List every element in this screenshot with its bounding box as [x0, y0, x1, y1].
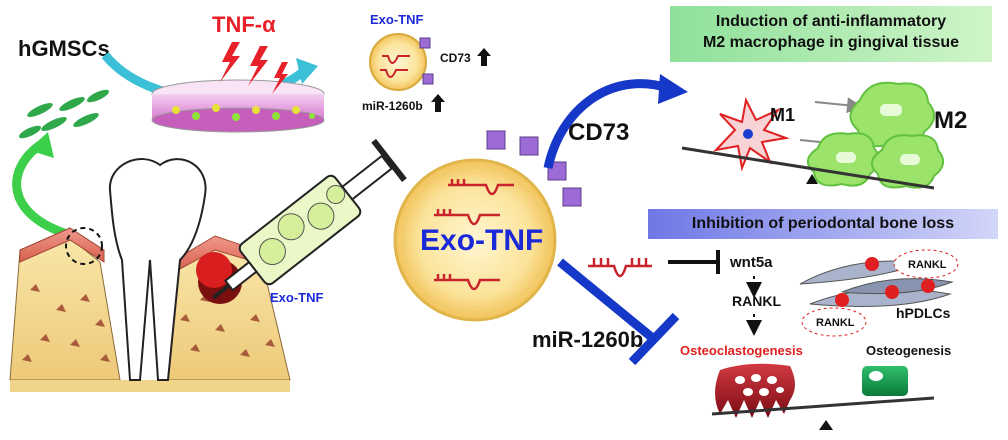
m1-label: M1 — [770, 105, 795, 125]
exo-tnf-vesicle — [393, 130, 582, 322]
mir-up-arrow-icon — [431, 94, 445, 112]
bone-balance-fulcrum — [819, 420, 833, 430]
exo-tnf-main-label: Exo-TNF — [420, 224, 543, 257]
osteoclast-illustration — [715, 363, 795, 418]
m2-macrophages — [807, 81, 945, 189]
hpdlc-cells — [799, 249, 959, 337]
osteoblast-illustration — [862, 366, 908, 396]
osteogenesis-label: Osteogenesis — [866, 343, 951, 358]
small-exo-tnf-label: Exo-TNF — [370, 12, 424, 27]
cd73-main-label: CD73 — [568, 119, 629, 146]
inhibit-wnt5a — [668, 250, 720, 274]
m1-m2-balance-beam — [681, 146, 935, 190]
rankl-label: RANKL — [732, 293, 781, 309]
small-cd73-label: CD73 — [440, 51, 471, 65]
mirna-hairpin — [588, 258, 652, 278]
tooth-illustration — [9, 158, 291, 392]
mir-main-label: miR-1260b — [532, 327, 643, 352]
rankl-cell-2-label: RANKL — [816, 317, 855, 329]
m1-m2-fulcrum — [806, 174, 818, 184]
small-mir-label: miR-1260b — [362, 99, 423, 113]
tnf-alpha-label: TNF-α — [212, 12, 276, 37]
hpdlcs-label: hPDLCs — [896, 305, 951, 321]
rankl-cell-1-label: RANKL — [908, 259, 947, 271]
header-m2-line2: M2 macrophage in gingival tissue — [702, 34, 960, 51]
header-m2-induction: Induction of anti-inflammatory M2 macrop… — [670, 6, 992, 62]
arrow-exo-to-m2 — [543, 79, 670, 169]
bone-balance-beam — [711, 396, 935, 416]
hgmscs-label: hGMSCs — [18, 36, 110, 61]
wnt5a-label: wnt5a — [729, 254, 773, 271]
inhibit-line-bone-loss — [557, 258, 658, 344]
osteoclastogenesis-label: Osteoclastogenesis — [680, 343, 803, 358]
header-m2-line1: Induction of anti-inflammatory — [715, 13, 947, 30]
cd73-up-arrow-icon — [477, 48, 491, 66]
header-bone-loss: Inhibition of periodontal bone loss — [648, 209, 998, 239]
small-exosome — [369, 33, 434, 91]
lightning-icon — [220, 42, 288, 94]
m1-macrophage — [713, 96, 790, 172]
culture-dish — [151, 79, 325, 133]
m2-label: M2 — [934, 107, 967, 134]
syringe-illustration — [212, 138, 407, 300]
syringe-exo-tnf-label: Exo-TNF — [270, 290, 324, 305]
arrow-tooth-to-cells — [12, 141, 72, 240]
hgmsc-cells — [18, 89, 110, 139]
